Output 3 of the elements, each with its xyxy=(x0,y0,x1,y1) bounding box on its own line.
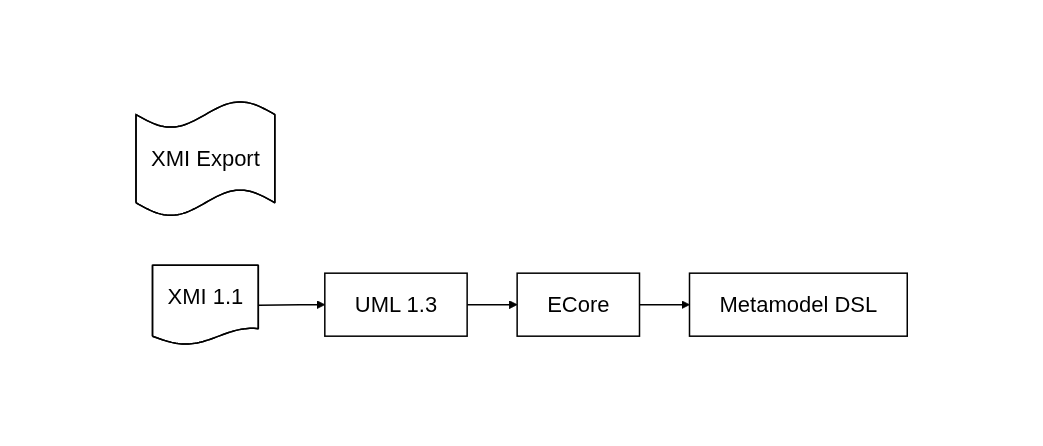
node-box: UML 1.3 xyxy=(323,272,468,337)
node-box: ECore xyxy=(516,272,641,337)
node-box: Metamodel DSL xyxy=(688,272,908,337)
